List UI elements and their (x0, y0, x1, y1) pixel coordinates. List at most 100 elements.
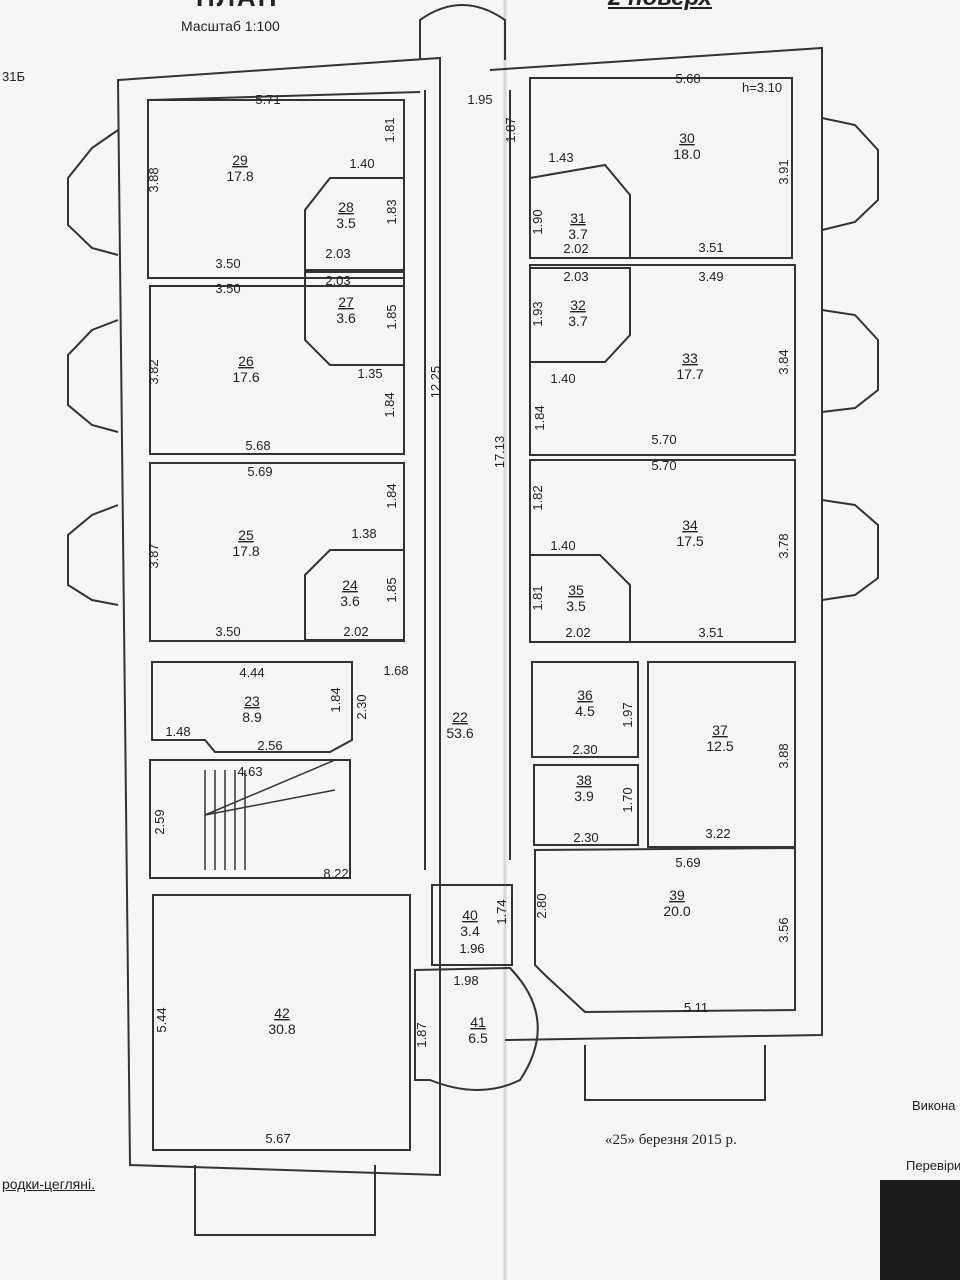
room-number: 31 (570, 210, 586, 226)
dimension-label: 1.81 (530, 585, 545, 610)
room-area: 17.8 (232, 543, 259, 559)
dimension-label: 1.83 (384, 199, 399, 224)
room-23-label: 238.9 (242, 693, 262, 725)
staircase (204, 759, 336, 870)
room-area: 30.8 (268, 1021, 295, 1037)
room-number: 33 (682, 350, 698, 366)
room-39-walls (534, 846, 796, 1014)
room-number: 35 (568, 582, 584, 598)
dimension-label: 1.35 (357, 366, 382, 381)
room-area: 8.9 (242, 709, 262, 725)
room-area: 3.6 (336, 310, 356, 326)
room-number: 40 (462, 907, 478, 923)
room-28-label: 283.5 (336, 199, 356, 231)
dimension-label: 2.03 (325, 246, 350, 261)
dimension-label: 1.74 (494, 899, 509, 924)
room-area: 3.6 (340, 593, 360, 609)
room-38-walls (533, 764, 639, 846)
bay-window-29 (67, 129, 119, 256)
dimension-label: 1.95 (467, 92, 492, 107)
room-area: 3.7 (568, 226, 588, 242)
room-41-label: 416.5 (468, 1014, 488, 1046)
room-number: 26 (238, 353, 254, 369)
dimension-label: 3.88 (146, 167, 161, 192)
dimension-label: 5.11 (684, 1000, 708, 1015)
room-40-label: 403.4 (460, 907, 480, 939)
dimension-label: 2.02 (343, 624, 368, 639)
room-24-label: 243.6 (340, 577, 360, 609)
room-31-walls (529, 163, 631, 259)
table-corner (880, 1180, 960, 1280)
dimension-label: 1.40 (550, 371, 575, 386)
checked-by-label: Перевіри (906, 1158, 960, 1173)
stair-walls (149, 759, 351, 879)
dimension-label: 5.71 (255, 92, 280, 107)
bay-window-33 (821, 309, 879, 413)
bay-window-30 (821, 117, 879, 231)
dimension-label: 1.85 (384, 577, 399, 602)
walls (67, 4, 879, 1236)
dimension-label: 3.88 (776, 743, 791, 768)
bay-window-25 (67, 504, 119, 606)
room-area: 20.0 (663, 903, 690, 919)
dimension-label: 3.22 (705, 826, 730, 841)
dimension-label: 5.68 (675, 71, 700, 86)
room-number: 36 (577, 687, 593, 703)
dimension-label: 1.87 (503, 117, 518, 142)
dimension-label: 1.84 (384, 483, 399, 508)
dimension-label: 3.50 (215, 624, 240, 639)
room-area: 3.4 (460, 923, 480, 939)
room-24-walls (304, 549, 405, 641)
plan-scale: Масштаб 1:100 (181, 18, 280, 34)
dimension-label: 1.93 (530, 301, 545, 326)
room-area: 17.5 (676, 533, 703, 549)
dimension-label: 3.91 (776, 159, 791, 184)
floor-title: 2 поверх (608, 0, 712, 12)
room-area: 17.7 (676, 366, 703, 382)
dimension-label: 3.50 (215, 256, 240, 271)
room-27-label: 273.6 (336, 294, 356, 326)
room-42-walls (152, 894, 411, 1151)
room-number: 38 (576, 772, 592, 788)
dimension-label: 8.22 (323, 866, 348, 881)
dimension-label: 1.43 (548, 150, 573, 165)
dimension-label: 2.03 (325, 273, 350, 288)
room-number: 29 (232, 152, 248, 168)
dimension-label: 1.40 (349, 156, 374, 171)
dimension-label: 4.63 (237, 764, 262, 779)
room-40-walls (431, 884, 513, 966)
room-area: 18.0 (673, 146, 700, 162)
dimension-label: 1.68 (383, 663, 408, 678)
room-number: 27 (338, 294, 354, 310)
room-number: 28 (338, 199, 354, 215)
dimension-label: 1.48 (165, 724, 190, 739)
room-30-walls (529, 77, 793, 259)
dimension-label: 5.70 (651, 458, 676, 473)
dimension-label: 2.03 (563, 269, 588, 284)
room-area: 3.9 (574, 788, 594, 804)
room-35-walls (529, 554, 631, 643)
dimension-label: 12.25 (428, 366, 443, 399)
dimension-label: 3.87 (146, 543, 161, 568)
room-area: 3.5 (336, 215, 356, 231)
dimension-label: 1.84 (532, 405, 547, 430)
dimension-label: 1.96 (459, 941, 484, 956)
room-number: 30 (679, 130, 695, 146)
room-area: 17.6 (232, 369, 259, 385)
dimension-label: 2.30 (354, 694, 369, 719)
room-area: 6.5 (468, 1030, 488, 1046)
outer-wall-right (489, 46, 823, 1041)
dimension-label: 2.80 (534, 893, 549, 918)
room-area: 3.5 (566, 598, 586, 614)
room-32-label: 323.7 (568, 297, 588, 329)
dimension-label: 1.82 (530, 485, 545, 510)
